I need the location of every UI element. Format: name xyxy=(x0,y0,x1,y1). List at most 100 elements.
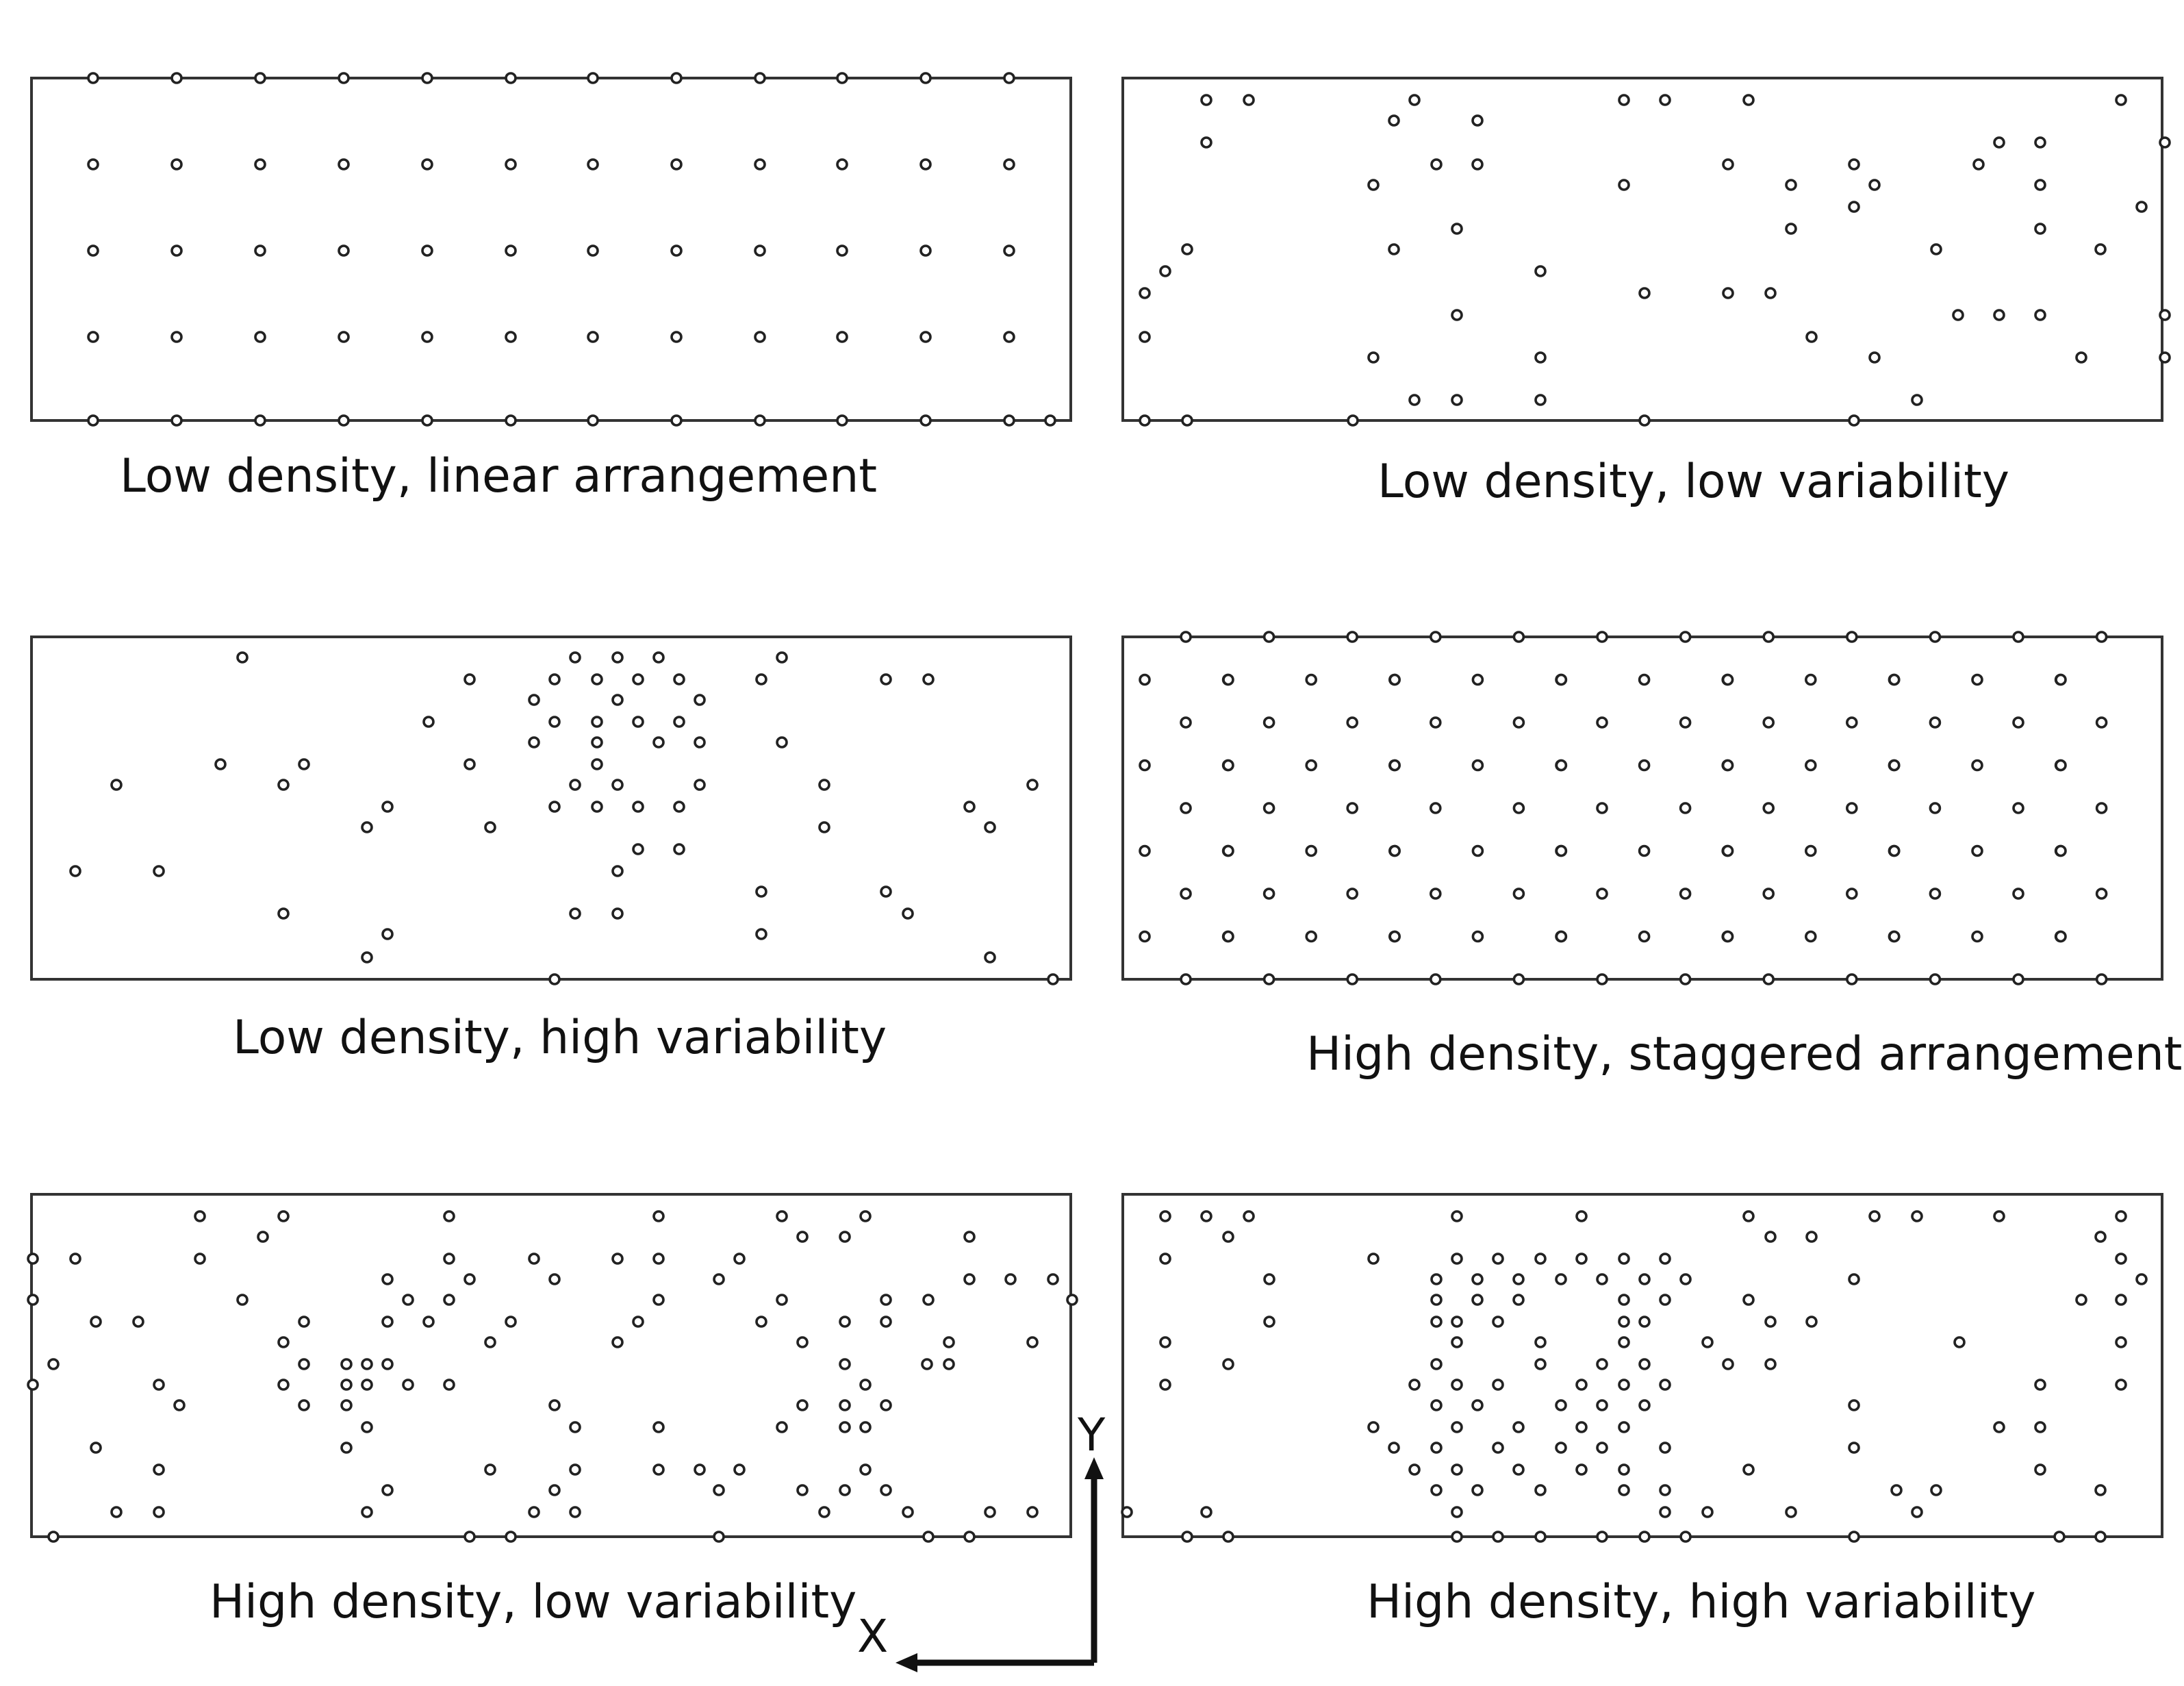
sensor-point xyxy=(1262,631,1275,643)
sensor-point xyxy=(361,1379,373,1391)
sensor-point xyxy=(1471,158,1484,171)
sensor-point xyxy=(796,1336,809,1348)
sensor-point xyxy=(1911,1506,1923,1518)
sensor-point xyxy=(1679,888,1692,900)
sensor-point xyxy=(1430,1484,1443,1496)
sensor-point xyxy=(1430,1294,1443,1306)
sensor-point xyxy=(2095,888,2108,900)
panel-p2-frame xyxy=(1121,77,2163,422)
sensor-point xyxy=(1492,1316,1504,1328)
sensor-point xyxy=(1003,331,1015,343)
sensor-point xyxy=(170,331,183,343)
sensor-point xyxy=(2034,1463,2046,1476)
sensor-point xyxy=(1846,631,1858,643)
sensor-point xyxy=(381,1358,394,1370)
sensor-point xyxy=(1993,136,2005,149)
sensor-point xyxy=(2095,973,2108,985)
sensor-point xyxy=(1848,1399,1860,1411)
sensor-point xyxy=(1180,631,1192,643)
sensor-point xyxy=(153,1379,165,1391)
sensor-point xyxy=(1785,223,1797,235)
sensor-point xyxy=(1618,1463,1630,1476)
sensor-point xyxy=(1047,1273,1059,1285)
sensor-point xyxy=(194,1210,206,1222)
sensor-point xyxy=(1263,1273,1275,1285)
sensor-point xyxy=(1451,394,1463,406)
sensor-point xyxy=(421,331,433,343)
sensor-point xyxy=(1722,158,1734,171)
coordinate-axes: X Y xyxy=(857,1409,1106,1672)
sensor-point xyxy=(1047,973,1059,985)
sensor-point xyxy=(818,821,830,833)
sensor-point xyxy=(421,414,433,427)
sensor-point xyxy=(87,331,99,343)
sensor-point xyxy=(1785,1506,1797,1518)
sensor-point xyxy=(2115,1210,2127,1222)
sensor-point xyxy=(755,1316,767,1328)
sensor-point xyxy=(1430,888,1442,900)
sensor-point xyxy=(1679,631,1692,643)
sensor-point xyxy=(1762,716,1775,729)
sensor-point xyxy=(587,414,599,427)
sensor-point xyxy=(1805,1231,1818,1243)
sensor-point xyxy=(1180,888,1192,900)
sensor-point xyxy=(1222,759,1234,772)
sensor-point xyxy=(1596,716,1608,729)
sensor-point xyxy=(381,801,394,813)
sensor-point xyxy=(776,736,788,748)
sensor-point xyxy=(1451,1316,1463,1328)
sensor-point xyxy=(1492,1379,1504,1391)
sensor-point xyxy=(591,758,603,770)
sensor-point xyxy=(587,244,599,257)
sensor-point xyxy=(505,72,517,84)
sensor-point xyxy=(214,758,227,770)
sensor-point xyxy=(836,158,848,171)
sensor-point xyxy=(569,907,581,920)
sensor-point xyxy=(1555,930,1568,943)
sensor-point xyxy=(1638,1399,1651,1411)
sensor-point xyxy=(1764,1316,1777,1328)
sensor-point xyxy=(1471,1294,1484,1306)
sensor-point xyxy=(1159,1379,1171,1391)
sensor-point xyxy=(87,72,99,84)
sensor-point xyxy=(1492,1442,1504,1454)
panel-p3: Low density, high variability xyxy=(30,636,1072,1065)
sensor-point xyxy=(1139,844,1151,857)
sensor-point xyxy=(464,758,476,770)
sensor-point xyxy=(1222,1231,1234,1243)
sensor-point xyxy=(2115,1294,2127,1306)
sensor-point xyxy=(1346,973,1358,985)
sensor-point xyxy=(298,1358,310,1370)
sensor-point xyxy=(254,244,266,257)
sensor-point xyxy=(652,736,665,748)
sensor-point xyxy=(1596,888,1608,900)
panel-p3-label: Low density, high variability xyxy=(233,1011,887,1065)
sensor-point xyxy=(1618,1336,1630,1348)
sensor-point xyxy=(796,1399,809,1411)
sensor-point xyxy=(587,72,599,84)
sensor-point xyxy=(1262,802,1275,814)
sensor-point xyxy=(569,779,581,791)
sensor-point xyxy=(1451,1506,1463,1518)
sensor-point xyxy=(796,1484,809,1496)
sensor-point xyxy=(484,1336,496,1348)
sensor-point xyxy=(340,1399,353,1411)
sensor-point xyxy=(548,673,561,685)
sensor-point xyxy=(569,1421,581,1433)
sensor-point xyxy=(673,801,685,813)
sensor-point xyxy=(963,1273,976,1285)
sensor-point xyxy=(1848,1442,1860,1454)
sensor-point xyxy=(1180,716,1192,729)
sensor-point xyxy=(839,1316,851,1328)
sensor-point xyxy=(1262,888,1275,900)
sensor-point xyxy=(1993,309,2005,321)
sensor-point xyxy=(1929,802,1942,814)
sensor-point xyxy=(1848,1531,1860,1543)
sensor-point xyxy=(859,1421,872,1433)
sensor-point xyxy=(1659,94,1671,106)
sensor-point xyxy=(1512,631,1525,643)
sensor-point xyxy=(1139,930,1151,943)
x-axis-label: X xyxy=(857,1610,888,1663)
sensor-point xyxy=(1721,759,1734,772)
